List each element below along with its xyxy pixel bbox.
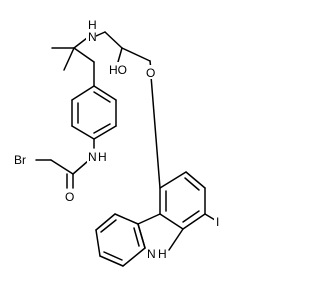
atom-labels: H N HO O Br O N H I N H [12, 18, 222, 261]
bromine-label: Br [14, 153, 26, 167]
amine-nitrogen-label: N [88, 30, 97, 44]
carbonyl-oxygen-label: O [65, 190, 74, 204]
amine-hydrogen-label: H [88, 18, 97, 32]
iodine-label: I [216, 215, 219, 229]
chemical-structure-drawing: H N HO O Br O N H I N H [12, 18, 222, 267]
hydroxyl-label: HO [109, 63, 127, 77]
carbazole-hydrogen-label: H [158, 247, 167, 261]
ether-oxygen-label: O [146, 66, 155, 80]
bond-lines [35, 31, 216, 267]
amide-nitrogen-label: N [88, 150, 97, 164]
carbazole-nitrogen-label: N [147, 247, 156, 261]
amide-hydrogen-label: H [98, 150, 107, 164]
